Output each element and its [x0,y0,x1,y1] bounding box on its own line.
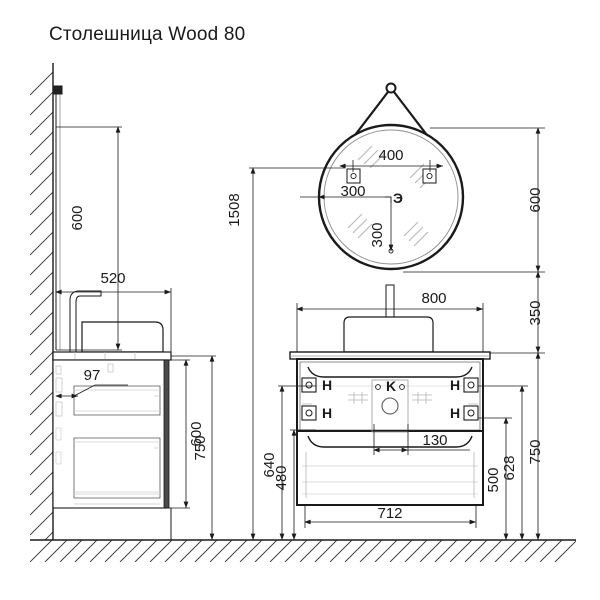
dim-600-cabinet: 600 [188,421,205,446]
mirror-bracket-right [422,168,437,184]
side-view-wall-riser [52,85,63,350]
dimension-lines [55,126,545,540]
front-view-basin [343,316,434,353]
dim-600-right: 600 [527,187,544,212]
floor-section [30,539,576,562]
front-view-cabinet [296,358,484,506]
dimension-labels: 600 520 97 600 750 1508 400 300 300 600 … [69,147,544,522]
dim-520: 520 [100,270,125,287]
marker-labels: H H H H K Э [322,190,460,421]
side-view-faucet [69,290,102,353]
dim-350: 350 [527,300,544,325]
side-view-cabinet [52,359,170,509]
dim-628: 628 [501,455,518,480]
dim-712: 712 [377,505,402,522]
mirror-bracket-left [346,168,361,184]
side-view-basin [81,321,164,353]
marker-h-top-right: H [450,377,460,393]
marker-h-top-left: H [322,377,332,393]
dim-300-h: 300 [340,183,365,200]
dim-640: 640 [261,452,278,477]
front-view-countertop [289,351,491,360]
dim-130: 130 [422,432,447,449]
marker-h-bottom-left: H [322,405,332,421]
dim-500: 500 [485,467,502,492]
hardware-plate-bottom-left [301,405,317,421]
dim-600-riser: 600 [69,205,86,230]
marker-h-bottom-right: H [450,405,460,421]
dim-97: 97 [84,367,101,384]
page-title: Столешница Wood 80 [49,24,246,45]
front-view-faucet [385,284,395,318]
dim-750-right: 750 [527,439,544,464]
dim-400: 400 [378,147,403,164]
dim-800: 800 [421,290,446,307]
marker-k-center: K [386,378,396,394]
dim-480: 480 [273,465,290,490]
hardware-plate-top-right [463,377,479,393]
dim-300-v: 300 [369,222,386,247]
hardware-plate-bottom-right [463,405,479,421]
dim-750-left: 750 [192,435,209,460]
hardware-plate-top-left [301,377,317,393]
dim-1508: 1508 [226,193,243,226]
side-view-countertop [52,351,172,361]
siphon-outline [381,397,399,415]
marker-mirror-e: Э [393,190,403,206]
